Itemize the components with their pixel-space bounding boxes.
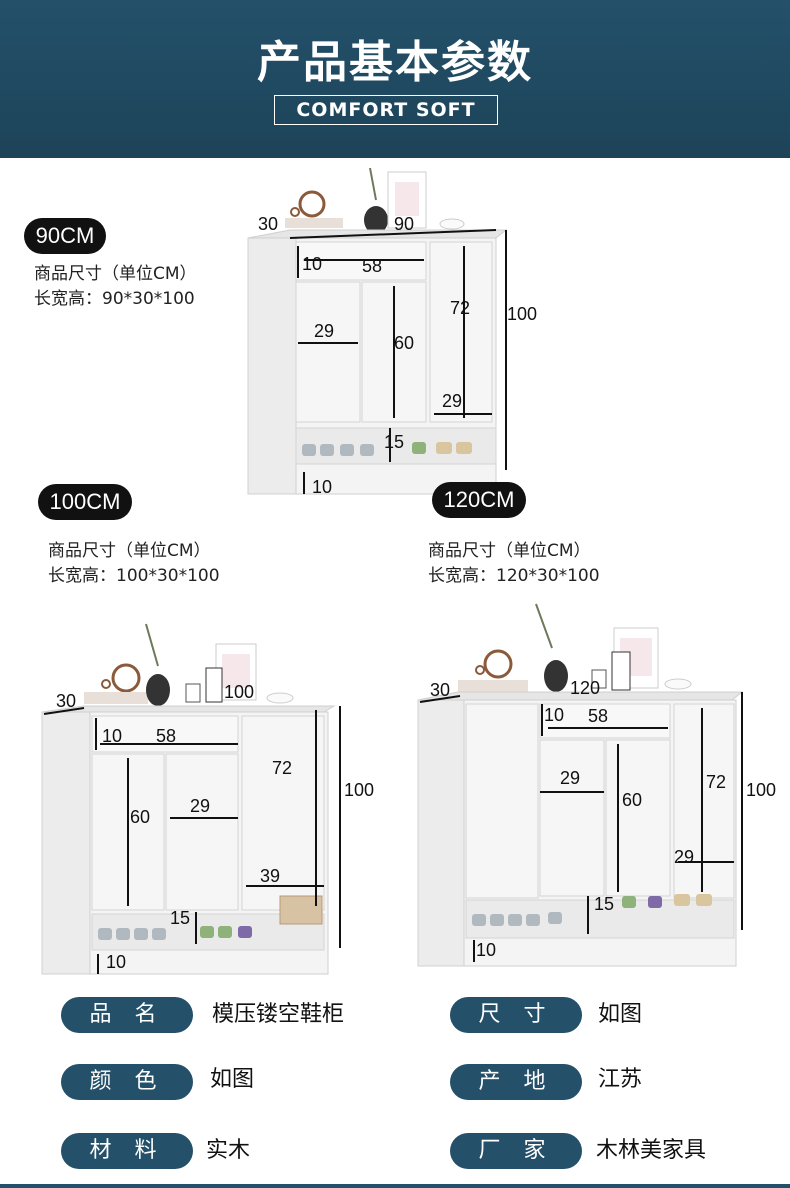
- param-label-name: 品 名: [61, 997, 193, 1033]
- size-badge-120: 120CM: [432, 482, 526, 518]
- spec-line-unit: 商品尺寸（单位CM）: [428, 541, 591, 561]
- spec-line-dims: 长宽高：90*30*100: [34, 289, 195, 309]
- dim-height-120: 100: [746, 780, 777, 800]
- dim-base-h-100: 10: [106, 952, 127, 972]
- spec-text-120: 商品尺寸（单位CM） 长宽高：120*30*100: [428, 539, 600, 589]
- dim-drawer-w-120: 58: [588, 706, 609, 726]
- decor-frame-icon: [215, 643, 257, 701]
- dim-tall-w-100: 39: [260, 866, 281, 886]
- size-badge-100: 100CM: [38, 484, 132, 520]
- dim-width-90: 90: [394, 214, 415, 234]
- dim-shelf-h-90: 15: [384, 432, 405, 452]
- dim-door-w-100: 29: [190, 796, 211, 816]
- spec-line-dims: 长宽高：120*30*100: [428, 566, 600, 586]
- spec-text-90: 商品尺寸（单位CM） 长宽高：90*30*100: [34, 262, 197, 312]
- cabinet-90-illustration: [247, 167, 508, 495]
- dim-drawer-h-120: 10: [544, 705, 565, 725]
- spec-line-dims: 长宽高：100*30*100: [48, 566, 220, 586]
- dim-shelf-h-100: 15: [170, 908, 191, 928]
- param-label-material: 材 料: [61, 1133, 193, 1169]
- dim-door-h-100: 60: [130, 807, 151, 827]
- dim-drawer-w-90: 58: [362, 256, 383, 276]
- cabinet-100-illustration: [41, 623, 341, 975]
- decor-vase-icon: [145, 623, 170, 706]
- dim-tall-h-100: 72: [272, 758, 293, 778]
- dim-width-100: 100: [224, 682, 255, 702]
- dim-drawer-w-100: 58: [156, 726, 177, 746]
- decor-bicycle-icon: [285, 190, 343, 228]
- header-banner: 产品基本参数 COMFORT SOFT: [0, 0, 790, 158]
- dim-tall-h-120: 72: [706, 772, 727, 792]
- dim-depth-100: 30: [56, 691, 77, 711]
- param-label-size: 尺 寸: [450, 997, 582, 1033]
- dim-shelf-h-120: 15: [594, 894, 615, 914]
- dim-tall-h-90: 72: [450, 298, 471, 318]
- cabinet-120-illustration: [417, 603, 744, 967]
- param-value-material: 实木: [206, 1138, 251, 1163]
- dim-door-h-90: 60: [394, 333, 415, 353]
- param-label-maker: 厂 家: [450, 1133, 582, 1169]
- decor-bicycle-icon: [458, 649, 528, 692]
- decor-frame-icon: [387, 171, 427, 229]
- param-value-origin: 江苏: [598, 1067, 643, 1092]
- param-value-name: 模压镂空鞋柜: [212, 1002, 345, 1027]
- dim-drawer-h-100: 10: [102, 726, 123, 746]
- dim-door-w-90: 29: [314, 321, 335, 341]
- page-title: 产品基本参数: [257, 37, 533, 88]
- dim-base-h-90: 10: [312, 477, 333, 497]
- dim-door-h-120: 60: [622, 790, 643, 810]
- dim-drawer-h-90: 10: [302, 254, 323, 274]
- spec-line-unit: 商品尺寸（单位CM）: [34, 264, 197, 284]
- size-badge-90: 90CM: [24, 218, 106, 254]
- param-value-maker: 木林美家具: [596, 1138, 707, 1163]
- param-value-color: 如图: [210, 1067, 255, 1092]
- dim-door-w-120: 29: [560, 768, 581, 788]
- decor-vase-icon: [535, 603, 568, 692]
- dim-tall-w-90: 29: [442, 391, 463, 411]
- decor-bicycle-icon: [84, 663, 148, 704]
- param-label-origin: 产 地: [450, 1064, 582, 1100]
- spec-text-100: 商品尺寸（单位CM） 长宽高：100*30*100: [48, 539, 220, 589]
- dim-height-90: 100: [507, 304, 538, 324]
- dim-width-120: 120: [570, 678, 601, 698]
- dim-height-100: 100: [344, 780, 375, 800]
- param-label-color: 颜 色: [61, 1064, 193, 1100]
- header-subtitle: COMFORT SOFT: [274, 95, 498, 125]
- spec-line-unit: 商品尺寸（单位CM）: [48, 541, 211, 561]
- dim-depth-90: 30: [258, 214, 279, 234]
- param-value-size: 如图: [598, 1002, 643, 1027]
- dim-depth-120: 30: [430, 680, 451, 700]
- dim-tall-w-120: 29: [674, 847, 695, 867]
- bottom-divider: [0, 1184, 790, 1188]
- decor-vase-icon: [364, 167, 388, 234]
- dim-base-h-120: 10: [476, 940, 497, 960]
